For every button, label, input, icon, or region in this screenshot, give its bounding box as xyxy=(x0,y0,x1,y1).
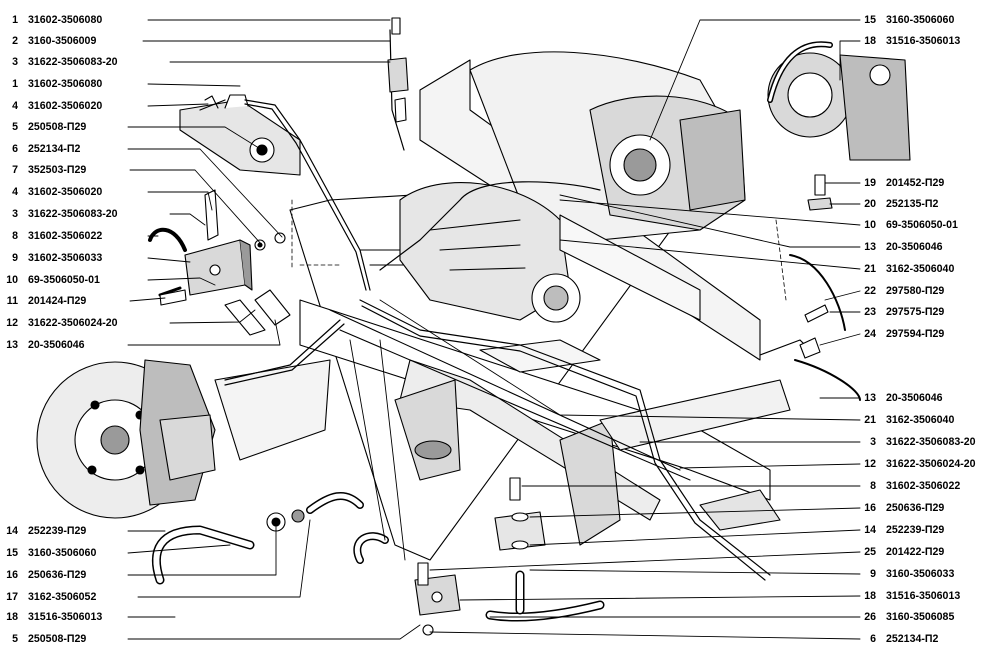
flex-hoses xyxy=(151,492,605,622)
rear-brake-detail xyxy=(767,41,911,161)
master-cylinder xyxy=(179,94,301,176)
reference-lines xyxy=(291,199,787,301)
tee-fitting-assembly xyxy=(148,189,291,336)
leader-lines-left xyxy=(127,19,421,640)
fasteners xyxy=(159,17,861,636)
leader-lines-right xyxy=(349,19,861,640)
front-disc-brake xyxy=(36,359,331,519)
